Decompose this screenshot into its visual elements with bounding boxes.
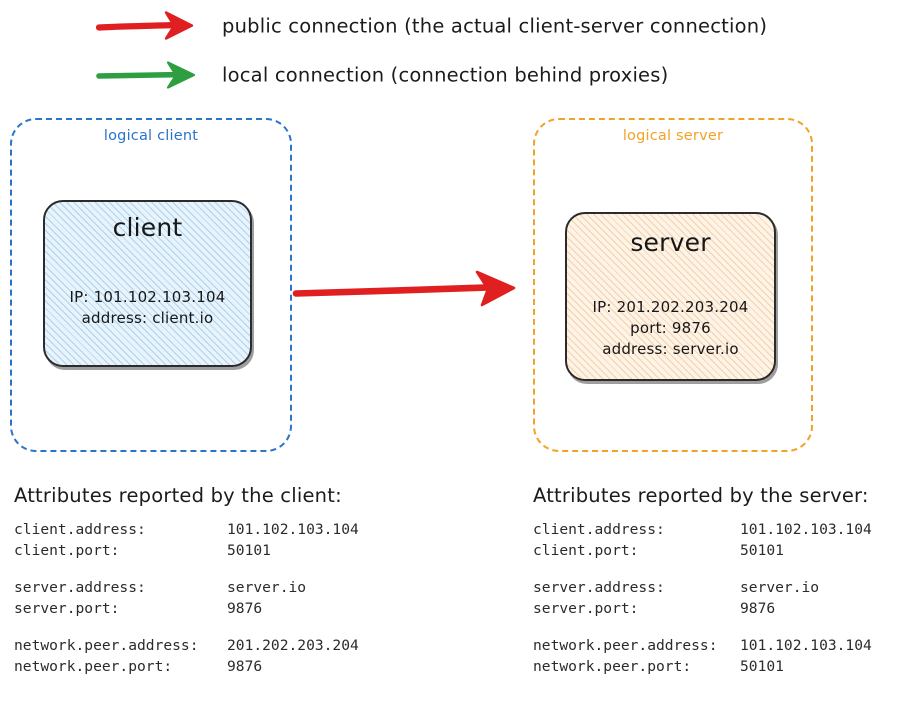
server-node-port: port: 9876 (630, 319, 711, 337)
attribute-value: 201.202.203.204 (227, 637, 359, 654)
attribute-value: 101.102.103.104 (227, 521, 359, 538)
attribute-group: client.address: 101.102.103.104 client.p… (14, 520, 434, 561)
legend-item-public-connection: public connection (the actual client-ser… (0, 6, 900, 46)
attribute-key: network.peer.port: (14, 657, 173, 675)
attribute-key: server.address: (533, 579, 665, 596)
logical-server-group: logical server (533, 118, 813, 452)
attribute-row: client.address: 101.102.103.104 (533, 520, 900, 541)
attribute-key: server.port: (533, 599, 639, 617)
attribute-row: server.port: 9876 (14, 599, 434, 620)
attribute-value: 9876 (740, 599, 776, 617)
server-node-ip: IP: 201.202.203.204 (592, 298, 749, 316)
server-node-address: address: server.io (602, 340, 739, 358)
client-node[interactable]: client IP: 101.102.103.104 address: clie… (43, 200, 252, 367)
attribute-row: network.peer.address: 201.202.203.204 (14, 636, 434, 657)
attribute-value: 50101 (740, 657, 784, 675)
attribute-value: 9876 (227, 599, 263, 617)
attribute-value: server.io (740, 579, 820, 596)
legend-label-public-connection: public connection (the actual client-ser… (222, 14, 768, 38)
attribute-value: 101.102.103.104 (740, 637, 872, 654)
attribute-value: 50101 (740, 541, 784, 559)
server-node-details: IP: 201.202.203.204 port: 9876 address: … (567, 297, 774, 360)
attribute-key: network.peer.port: (533, 657, 692, 675)
server-node[interactable]: server IP: 201.202.203.204 port: 9876 ad… (565, 212, 776, 381)
public-connection-arrow-icon (292, 266, 524, 316)
green-arrow-icon (96, 55, 206, 95)
attribute-row: client.address: 101.102.103.104 (14, 520, 434, 541)
attribute-group: server.address: server.io server.port: 9… (14, 578, 434, 619)
attribute-value: 9876 (227, 657, 263, 675)
attribute-group: network.peer.address: 201.202.203.204 ne… (14, 636, 434, 677)
server-attributes-panel: Attributes reported by the server: clien… (533, 484, 900, 677)
client-node-title: client (112, 213, 183, 242)
logical-client-group: logical client (10, 118, 292, 452)
attribute-key: server.port: (14, 599, 120, 617)
logical-client-label: logical client (103, 128, 199, 144)
attribute-value: server.io (227, 579, 307, 596)
red-arrow-icon (95, 6, 206, 46)
client-attributes-panel: Attributes reported by the client: clien… (14, 484, 434, 677)
logical-server-label: logical server (622, 128, 724, 144)
legend: public connection (the actual client-ser… (0, 0, 900, 105)
attribute-row: network.peer.port: 50101 (533, 657, 900, 678)
attribute-key: client.address: (14, 521, 146, 538)
server-node-title: server (630, 228, 711, 257)
attribute-key: server.address: (14, 579, 146, 596)
attribute-key: network.peer.address: (533, 637, 718, 654)
attribute-row: client.port: 50101 (14, 541, 434, 562)
attribute-key: client.port: (533, 541, 639, 559)
client-node-details: IP: 101.102.103.104 address: client.io (45, 287, 250, 329)
client-attributes-heading: Attributes reported by the client: (14, 484, 342, 507)
attribute-group: network.peer.address: 101.102.103.104 ne… (533, 636, 900, 677)
server-attributes-heading: Attributes reported by the server: (533, 484, 869, 507)
attribute-key: client.port: (14, 541, 120, 559)
attribute-value: 101.102.103.104 (740, 521, 872, 538)
attribute-value: 50101 (227, 541, 271, 559)
attribute-group: server.address: server.io server.port: 9… (533, 578, 900, 619)
attribute-row: server.address: server.io (533, 578, 900, 599)
attribute-row: server.port: 9876 (533, 599, 900, 620)
client-node-ip: IP: 101.102.103.104 (69, 288, 226, 306)
legend-label-local-connection: local connection (connection behind prox… (222, 63, 669, 87)
attribute-group: client.address: 101.102.103.104 client.p… (533, 520, 900, 561)
attribute-row: server.address: server.io (14, 578, 434, 599)
attribute-key: client.address: (533, 521, 665, 538)
client-node-address: address: client.io (81, 309, 214, 327)
attribute-key: network.peer.address: (14, 637, 199, 654)
attribute-row: network.peer.port: 9876 (14, 657, 434, 678)
attribute-row: client.port: 50101 (533, 541, 900, 562)
attribute-row: network.peer.address: 101.102.103.104 (533, 636, 900, 657)
legend-item-local-connection: local connection (connection behind prox… (0, 55, 900, 95)
